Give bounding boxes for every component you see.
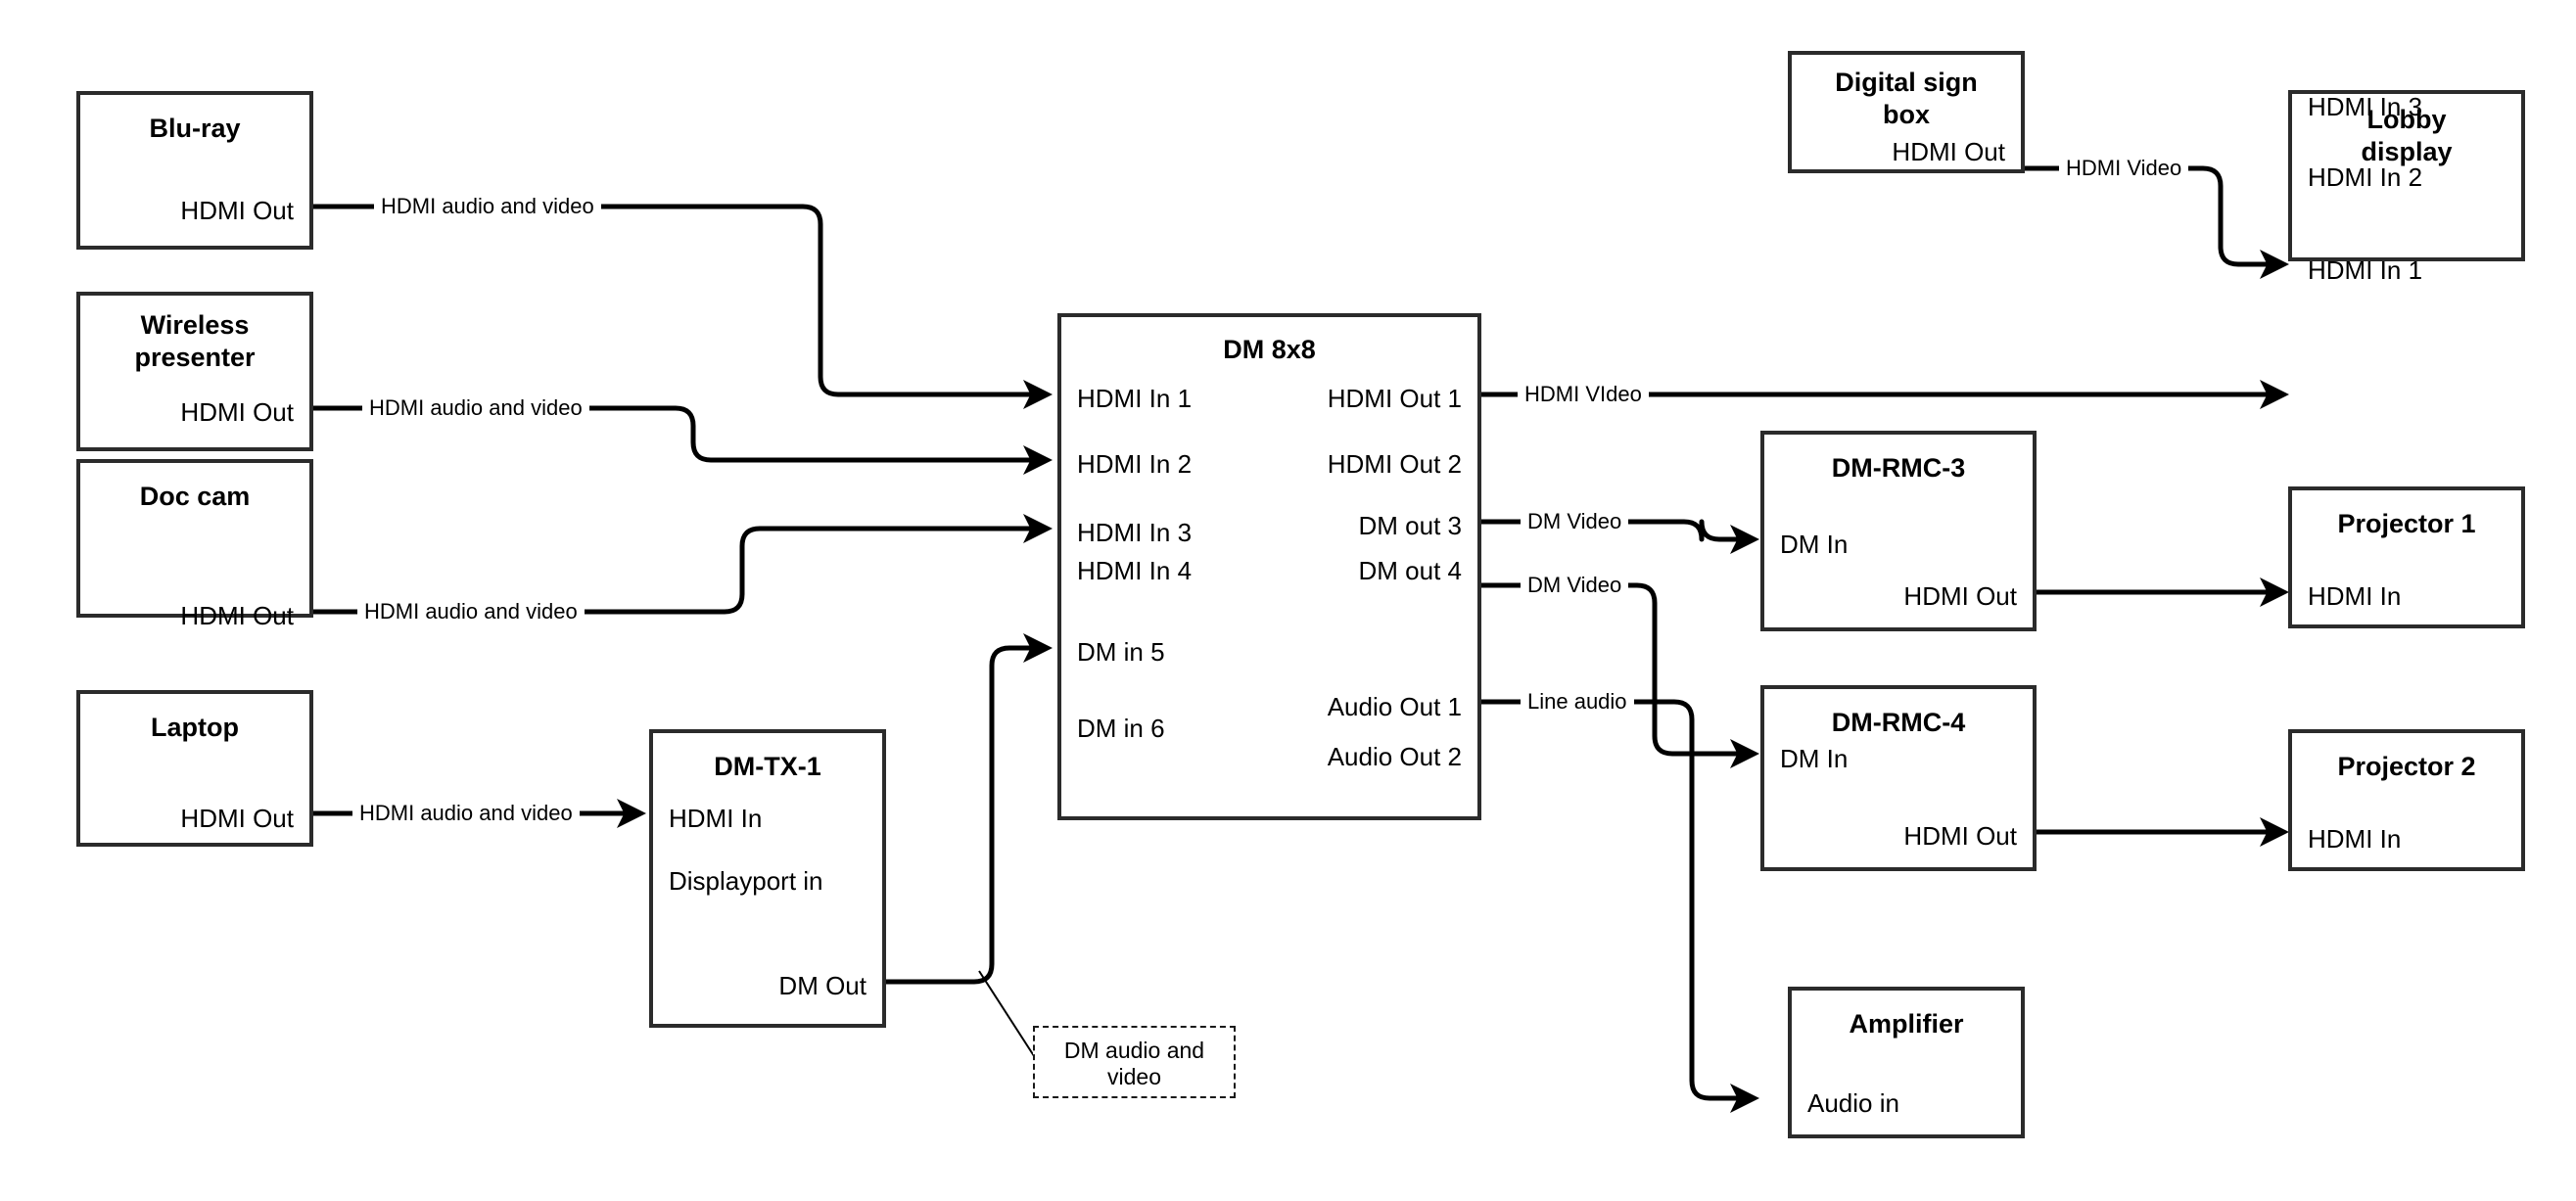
node-dm-8x8[interactable]: DM 8x8 HDMI In 1 HDMI In 2 HDMI In 3 HDM… <box>1057 313 1481 820</box>
node-digital-sign-box-title: Digital sign box <box>1835 68 1978 129</box>
annotation-dm-audio-and-video: DM audio and video <box>1033 1026 1236 1098</box>
node-bluray[interactable]: Blu-ray HDMI Out <box>76 91 313 250</box>
wire-dmtx1-to-dm8x8 <box>886 633 1053 985</box>
node-dm-tx-1[interactable]: DM-TX-1 HDMI In Displayport in DM Out <box>649 729 886 1028</box>
wire-label-dm8x8-dmout3: DM Video <box>1521 510 1629 533</box>
node-dm-tx-1-port-hdmi-in: HDMI In <box>669 804 763 833</box>
node-projector-2[interactable]: Projector 2 HDMI In <box>2288 729 2525 871</box>
node-lobby-display[interactable]: Lobby display HDMI In 1 HDMI In 2 HDMI I… <box>2288 90 2525 285</box>
node-projector-1[interactable]: Projector 1 HDMI In <box>2288 486 2525 628</box>
node-laptop-title: Laptop <box>151 713 239 742</box>
wire-doccam-to-dm8x8 <box>313 514 1053 615</box>
node-dm-8x8-output-hdmi-out-2: HDMI Out 2 <box>1327 449 1462 479</box>
node-dm-rmc-4-port-hdmi-out: HDMI Out <box>1903 821 2017 851</box>
node-dm-8x8-input-dm-in-6: DM in 6 <box>1077 714 1165 743</box>
node-dm-8x8-input-hdmi-in-2: HDMI In 2 <box>1077 449 1193 479</box>
wire-label-bluray-to-dm8x8: HDMI audio and video <box>374 195 601 218</box>
node-amplifier[interactable]: Amplifier Audio in <box>1788 987 2025 1138</box>
node-dm-8x8-input-hdmi-in-4: HDMI In 4 <box>1077 556 1193 585</box>
node-dm-rmc-3-port-hdmi-out: HDMI Out <box>1903 581 2017 611</box>
node-lobby-display-input-hdmi-in-3: HDMI In 3 <box>2308 92 2423 121</box>
wire-label-doccam-to-dm8x8: HDMI audio and video <box>357 600 585 624</box>
node-projector-2-port-hdmi-in: HDMI In <box>2308 824 2402 854</box>
node-dm-8x8-title: DM 8x8 <box>1223 335 1316 364</box>
node-doc-cam-port-hdmi-out: HDMI Out <box>180 601 294 630</box>
node-dm-8x8-output-hdmi-out-1: HDMI Out 1 <box>1327 384 1462 413</box>
node-laptop[interactable]: Laptop HDMI Out <box>76 690 313 847</box>
node-dm-rmc-3[interactable]: DM-RMC-3 DM In HDMI Out <box>1760 431 2037 631</box>
node-projector-1-port-hdmi-in: HDMI In <box>2308 581 2402 611</box>
node-wireless-presenter-port-hdmi-out: HDMI Out <box>180 397 294 427</box>
node-dm-8x8-input-hdmi-in-3: HDMI In 3 <box>1077 518 1193 547</box>
node-doc-cam[interactable]: Doc cam HDMI Out <box>76 459 313 630</box>
wire-label-dm8x8-audioout1: Line audio <box>1521 690 1634 714</box>
wire-label-laptop-to-dmtx1: HDMI audio and video <box>352 802 580 825</box>
node-dm-tx-1-port-displayport-in: Displayport in <box>669 866 823 896</box>
node-dm-tx-1-title: DM-TX-1 <box>714 752 821 781</box>
wire-dm8x8-audioout1-to-amplifier <box>1481 699 1759 1113</box>
node-amplifier-port-audio-in: Audio in <box>1807 1088 1899 1118</box>
node-lobby-display-input-hdmi-in-2: HDMI In 2 <box>2308 162 2423 192</box>
wire-digitalsign-to-lobby <box>2025 165 2289 279</box>
node-digital-sign-box[interactable]: Digital sign box HDMI Out <box>1788 51 2025 173</box>
wire-label-dm8x8-hdmiout1: HDMI VIdeo <box>1518 383 1649 406</box>
node-digital-sign-box-port-hdmi-out: HDMI Out <box>1892 137 2005 166</box>
node-laptop-port-hdmi-out: HDMI Out <box>180 804 294 833</box>
node-wireless-presenter-title: Wireless presenter <box>134 310 256 372</box>
node-dm-8x8-output-audio-out-2: Audio Out 2 <box>1327 742 1462 771</box>
node-doc-cam-title: Doc cam <box>139 482 251 511</box>
node-dm-8x8-output-dm-out-4: DM out 4 <box>1358 556 1463 585</box>
wire-label-dm8x8-dmout4: DM Video <box>1521 574 1629 597</box>
node-dm-8x8-output-audio-out-1: Audio Out 1 <box>1327 692 1462 721</box>
annotation-dm-audio-and-video-text: DM audio and video <box>1063 1038 1205 1089</box>
node-dm-rmc-3-title: DM-RMC-3 <box>1831 453 1966 483</box>
node-amplifier-title: Amplifier <box>1849 1009 1964 1039</box>
node-dm-tx-1-port-dm-out: DM Out <box>778 971 866 1000</box>
node-lobby-display-input-hdmi-in-1: HDMI In 1 <box>2308 255 2423 285</box>
wire-label-wireless-to-dm8x8: HDMI audio and video <box>362 396 589 420</box>
node-dm-rmc-3-port-dm-in: DM In <box>1780 530 1849 559</box>
node-wireless-presenter[interactable]: Wireless presenter HDMI Out <box>76 292 313 451</box>
node-projector-1-title: Projector 1 <box>2337 509 2476 538</box>
node-dm-rmc-4[interactable]: DM-RMC-4 DM In HDMI Out <box>1760 685 2037 871</box>
wire-wireless-to-dm8x8 <box>313 405 1053 475</box>
node-dm-rmc-4-port-dm-in: DM In <box>1780 744 1849 773</box>
leader-dm-audio-video-annotation <box>978 970 1039 1063</box>
node-projector-2-title: Projector 2 <box>2337 752 2476 781</box>
node-dm-rmc-4-title: DM-RMC-4 <box>1831 708 1966 737</box>
node-lobby-display-title: Lobby display <box>2361 105 2453 166</box>
node-dm-8x8-input-hdmi-in-1: HDMI In 1 <box>1077 384 1193 413</box>
wire-bluray-to-dm8x8 <box>313 204 1053 409</box>
wire-label-digitalsign-to-lobby: HDMI Video <box>2059 157 2189 180</box>
node-dm-8x8-output-dm-out-3: DM out 3 <box>1358 511 1463 540</box>
node-bluray-port-hdmi-out: HDMI Out <box>180 196 294 225</box>
node-dm-8x8-input-dm-in-5: DM in 5 <box>1077 637 1165 667</box>
node-bluray-title: Blu-ray <box>149 114 241 143</box>
wire-dm8x8-dmout3-to-dmrmc3 <box>1481 519 1759 554</box>
wire-dm8x8-dmout4-to-dmrmc4 <box>1481 582 1759 768</box>
